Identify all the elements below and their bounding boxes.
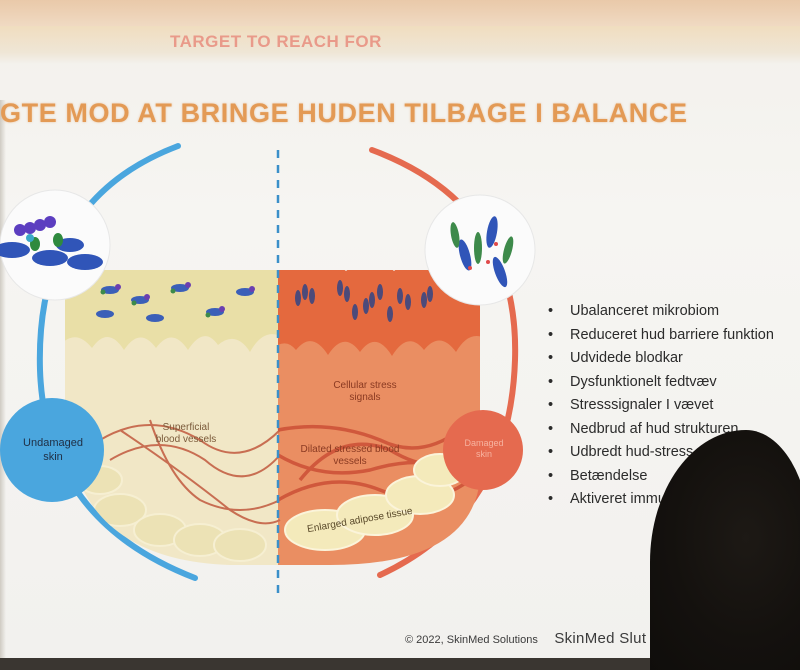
dilated-vessels-label: Dilated stressed blood vessels [300,444,400,467]
superficial-vessels [99,419,281,525]
damaged-microbes [295,280,433,322]
cellular-stress-label: Cellular stress signals [333,380,397,403]
slide-header-band: TARGET TO REACH FOR [0,26,800,64]
damaged-epidermis [278,270,480,356]
damaged-skin-label: Damaged skin [464,438,504,459]
brand-logo-text: SkinMed Slut [554,630,647,647]
list-item: •Ubalanceret mikrobiom [548,303,720,319]
list-item: •Nedbrud af hud strukturen [548,420,739,437]
symptom-list: •Ubalanceret mikrobiom •Reduceret hud ba… [548,300,774,512]
healthy-microbes [96,282,255,322]
damaged-microbiome-circle [424,194,536,306]
list-item: •Dysfunktionelt fedtvæv [548,373,717,390]
list-item: •Aktiveret immu [548,491,666,507]
slide-footer: © 2022, SkinMed Solutions SkinMed Slut [405,630,646,648]
screen-edge-shadow [0,100,6,658]
healthy-microbiome-circle [0,189,111,301]
list-item: •Reduceret hud barriere funktion [548,326,774,343]
list-item: •Udvidede blodkar [548,350,683,366]
undamaged-skin-label: Undamaged skin [23,437,83,463]
slide-subtitle: TARGET TO REACH FOR [170,32,382,51]
list-item: •Udbredt hud-stress [548,444,694,460]
slide-headline: GTE MOD AT BRINGE HUDEN TILBAGE I BALANC… [0,98,688,128]
healthy-arc [36,143,198,581]
list-item: •Stresssignaler I vævet [548,397,714,413]
room-wall [0,0,800,30]
damaged-skin-circle [443,410,523,490]
list-item: •Betændelse [548,467,648,484]
superficial-vessels-label: Superficial blood vessels [155,422,217,445]
undamaged-skin-circle [0,398,104,502]
copyright-text: © 2022, SkinMed Solutions [405,634,538,646]
